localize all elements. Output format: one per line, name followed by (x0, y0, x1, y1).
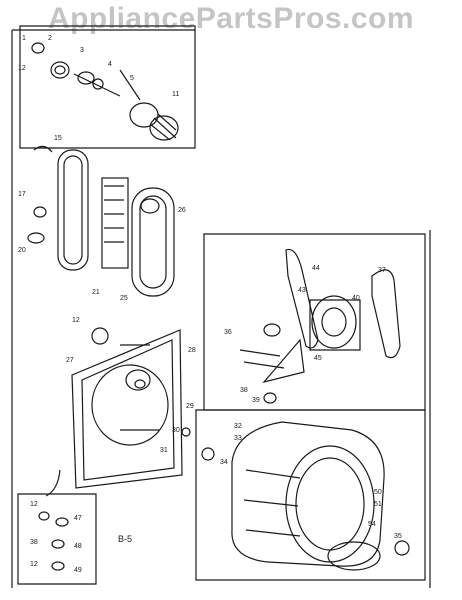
callout: 21 (92, 289, 100, 296)
callout: 33 (234, 435, 242, 442)
motor-assembly (239, 248, 401, 404)
callout: 12 (30, 501, 38, 508)
belt-assembly (27, 145, 175, 297)
callout: 20 (18, 247, 26, 254)
callout: 31 (160, 447, 168, 454)
callout: 39 (252, 397, 260, 404)
callout: 34 (220, 459, 228, 466)
callout: 50 (374, 489, 382, 496)
callout: 47 (74, 515, 82, 522)
callout: 38 (30, 539, 38, 546)
callout: 36 (224, 329, 232, 336)
callout: 37 (378, 267, 386, 274)
callout: 5 (130, 75, 134, 82)
drum-assembly (201, 421, 410, 571)
callout: 51 (374, 501, 382, 508)
callout: 11 (172, 91, 179, 98)
inset-box (17, 493, 97, 585)
callout: 17 (18, 191, 26, 198)
drum-box (195, 409, 426, 581)
callout: 28 (188, 347, 196, 354)
callout: 30 (172, 427, 180, 434)
callouts: 1 2 3 4 5 11 12 15 17 20 21 25 26 12 27 … (18, 35, 402, 574)
callout: 43 (298, 287, 306, 294)
callout: 27 (66, 357, 74, 364)
callout: 15 (54, 135, 62, 142)
callout: 3 (80, 47, 84, 54)
top-assembly-box (19, 25, 196, 149)
top-assembly (31, 42, 179, 141)
callout: 48 (74, 543, 82, 550)
callout: 54 (368, 521, 376, 528)
callout: 32 (234, 423, 242, 430)
callout: 45 (314, 355, 322, 362)
callout: 26 (178, 207, 186, 214)
callout: 25 (120, 295, 128, 302)
callout: 1 (22, 35, 26, 42)
callout: 29 (186, 403, 194, 410)
callout: 38 (240, 387, 248, 394)
callout: 35 (394, 533, 402, 540)
callout: 49 (74, 567, 82, 574)
callout: 2 (48, 35, 52, 42)
callout: 12 (18, 65, 26, 72)
callout: 44 (312, 265, 320, 272)
inset-parts (38, 511, 69, 571)
callout: 12 (30, 561, 38, 568)
callout: 4 (108, 61, 112, 68)
callout: 12 (72, 317, 80, 324)
figure-label: B-5 (118, 534, 132, 544)
front-panel (45, 327, 191, 497)
callout: 40 (352, 295, 360, 302)
